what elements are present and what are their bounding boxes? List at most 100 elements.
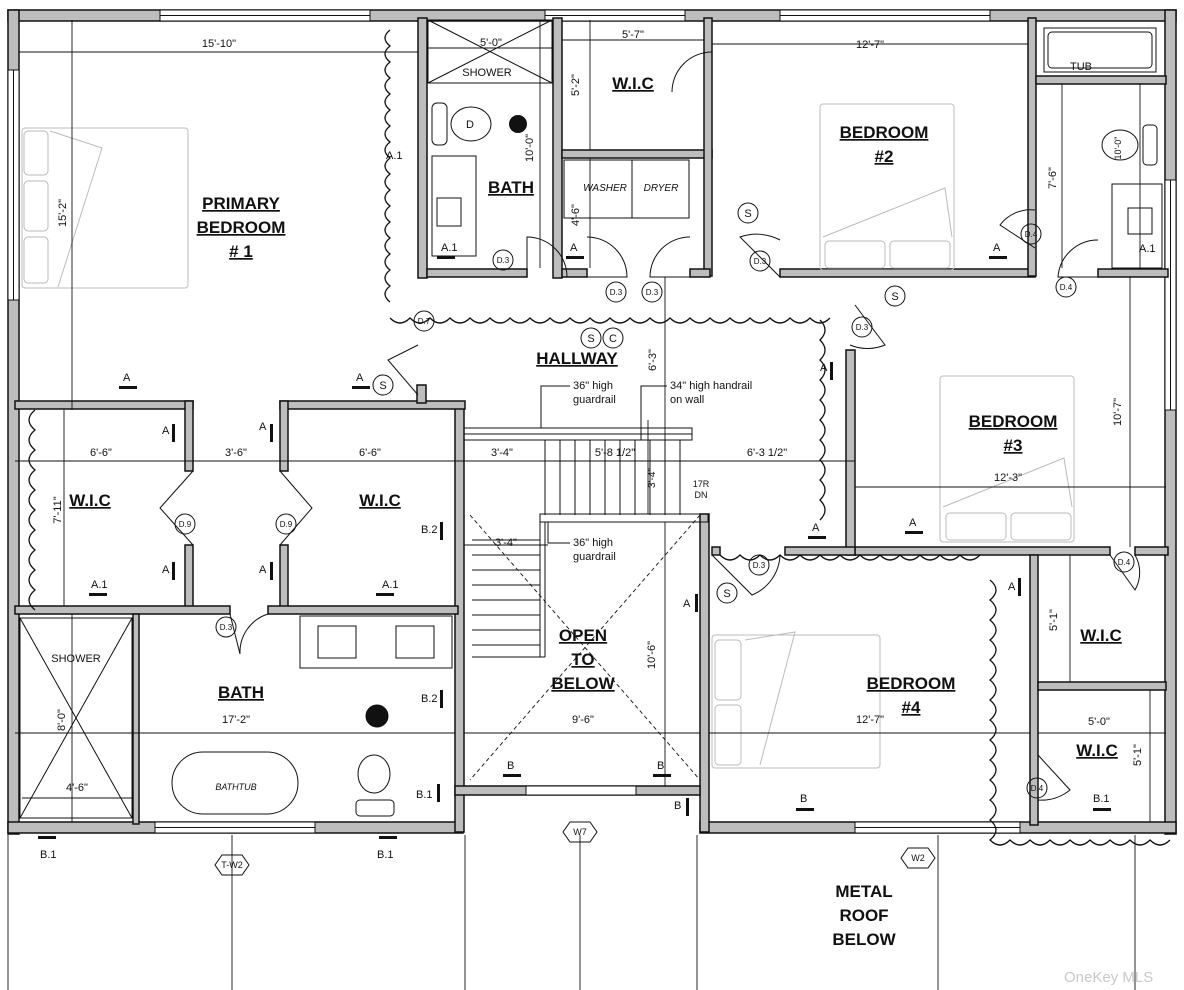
door-tag: D.4	[1118, 558, 1131, 567]
primary-bedroom-label-3: # 1	[229, 242, 253, 261]
dimension-labels: 15'-10" 15'-2" 5'-0" 5'-7" 5'-2" 12'-7" …	[52, 29, 1144, 794]
tag-b: B	[800, 793, 807, 805]
dim-3-6: 3'-6"	[225, 447, 247, 459]
dim-5-1-a: 5'-1"	[1048, 609, 1060, 631]
tag-a: A	[570, 242, 578, 254]
shower-lower-label: SHOWER	[51, 653, 101, 665]
stairs-note-2: DN	[695, 490, 708, 500]
bedroom3-label-2: #3	[1004, 436, 1023, 455]
door-tag: D.3	[220, 623, 233, 632]
dim-5-0-b: 5'-0"	[1088, 716, 1110, 728]
dim-6-6-right: 6'-6"	[359, 447, 381, 459]
washer-label: WASHER	[583, 183, 627, 194]
bedroom4-label-2: #4	[902, 698, 921, 717]
dim-6-6-left: 6'-6"	[90, 447, 112, 459]
tag-a: A	[1008, 581, 1016, 593]
window-tag: W7	[573, 827, 587, 837]
primary-bedroom-label-1: PRIMARY	[202, 194, 280, 213]
wic-right1-label: W.I.C	[1080, 626, 1122, 645]
dim-7-11: 7'-11"	[52, 496, 64, 523]
dim-10-0-small: 10'-0"	[1113, 137, 1123, 160]
dim-5-8-half: 5'-8 1/2"	[595, 447, 635, 459]
guardrail-top-note-2: guardrail	[573, 394, 616, 406]
tag-b: B	[507, 760, 514, 772]
tag-a: A	[259, 421, 267, 433]
primary-bedroom-label-2: BEDROOM	[197, 218, 286, 237]
co-detector-icon: C	[609, 333, 617, 345]
handrail-note-1: 34" high handrail	[670, 380, 752, 392]
metal-roof-label-1: METAL	[835, 882, 892, 901]
toilet-d-label: D	[466, 119, 474, 131]
door-tag: D.4	[1060, 283, 1073, 292]
tag-a: A	[162, 564, 170, 576]
dim-10-7: 10'-7"	[1112, 398, 1124, 426]
open-below-label-2: TO	[571, 650, 594, 669]
dim-5-2: 5'-2"	[570, 74, 582, 96]
tag-a: A	[356, 372, 364, 384]
tag-a: A	[993, 242, 1001, 254]
tag-a1: A.1	[386, 150, 403, 162]
door-tag: D.3	[610, 288, 623, 297]
guardrail-top-note-1: 36" high	[573, 380, 613, 392]
wic-mid-label: W.I.C	[359, 491, 401, 510]
dim-12-3: 12'-3"	[994, 472, 1022, 484]
staircase	[463, 427, 709, 781]
tag-b1: B.1	[377, 849, 394, 861]
dim-9-6: 9'-6"	[572, 714, 594, 726]
room-labels: PRIMARY BEDROOM # 1 BATH W.I.C BEDROOM #…	[69, 74, 1122, 949]
dim-12-7-top: 12'-7"	[856, 39, 884, 51]
smoke-detector-icon: S	[379, 380, 386, 392]
fixtures	[19, 19, 1163, 819]
window-tag: T-W2	[221, 860, 243, 870]
dim-10-6: 10'-6"	[646, 641, 658, 669]
tag-b: B	[674, 800, 681, 812]
dimension-lines	[7, 20, 1166, 990]
section-tags: A.1 A.1 A A A.1 A A A A A A A A.1 A.1 B.…	[38, 150, 1156, 861]
dim-3-4-upper: 3'-4"	[491, 447, 513, 459]
tag-a1: A.1	[441, 242, 458, 254]
dim-12-7-bed4: 12'-7"	[856, 714, 884, 726]
tag-a: A	[909, 517, 917, 529]
open-below-label-3: BELOW	[551, 674, 615, 693]
dim-3-4-vert: 3'-4"	[647, 468, 658, 488]
tag-b1: B.1	[1093, 793, 1110, 805]
door-tag: D.3	[753, 561, 766, 570]
smoke-detector-icon: S	[744, 208, 751, 220]
metal-roof-label-2: ROOF	[839, 906, 888, 925]
door-tag: D.3	[856, 323, 869, 332]
smoke-detector-icon: S	[891, 291, 898, 303]
notes: 36" high guardrail 34" high handrail on …	[540, 380, 752, 563]
tag-b2: B.2	[421, 693, 438, 705]
smoke-detector-icon: S	[587, 333, 594, 345]
metal-roof-label-3: BELOW	[832, 930, 896, 949]
stairs-note-1: 17R	[693, 479, 710, 489]
fixture-labels: SHOWER TUB WASHER DRYER SHOWER BATHTUB D	[51, 61, 1092, 792]
door-tag: D.9	[179, 520, 192, 529]
tag-a: A	[162, 425, 170, 437]
open-below-label-1: OPEN	[559, 626, 607, 645]
door-tag: D.9	[280, 520, 293, 529]
dim-17-2: 17'-2"	[222, 714, 250, 726]
door-tag: D.7	[418, 317, 431, 326]
tag-b: B	[657, 760, 664, 772]
revision-clouds	[28, 29, 1171, 846]
bedroom3-label-1: BEDROOM	[969, 412, 1058, 431]
door-tags: D.3 D.3 D.3 D.3 D.4 D.4 D.3 D.7 D.9 D.9 …	[174, 202, 1135, 876]
tub-label: TUB	[1070, 61, 1092, 73]
door-tag: D.3	[646, 288, 659, 297]
tag-a1: A.1	[91, 579, 108, 591]
dim-4-6-laundry: 4'-6"	[570, 204, 582, 226]
tag-b2: B.2	[421, 524, 438, 536]
interior-walls	[14, 17, 1169, 826]
bedroom4-label-1: BEDROOM	[867, 674, 956, 693]
bathtub-label: BATHTUB	[215, 782, 256, 792]
dim-3-4-lower: 3'-4"	[495, 537, 517, 549]
watermark: OneKey MLS	[1064, 969, 1153, 986]
dim-5-7: 5'-7"	[622, 29, 644, 41]
dim-6-3: 6'-3"	[647, 349, 659, 371]
dryer-label: DRYER	[644, 183, 679, 194]
tag-b1: B.1	[40, 849, 57, 861]
dim-4-6-shower: 4'-6"	[66, 782, 88, 794]
